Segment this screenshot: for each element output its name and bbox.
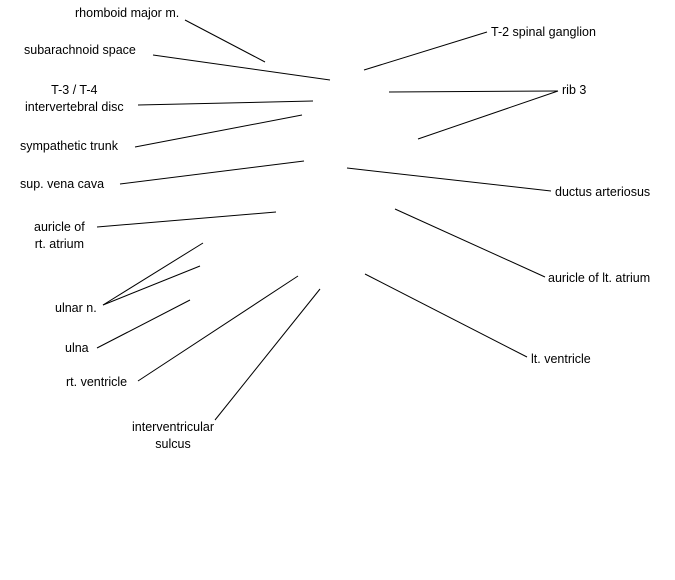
leader-t2-spinal-ganglion <box>363 31 488 71</box>
leader-ulna <box>96 299 191 349</box>
label-auricle-rt-atrium-line2: rt. atrium <box>34 237 85 251</box>
label-ulna: ulna <box>65 341 89 355</box>
leader-ulnar-nerve-1 <box>102 242 204 306</box>
leader-ductus-arteriosus <box>346 167 552 192</box>
label-sup-vena-cava: sup. vena cava <box>20 177 105 191</box>
label-intervertebral-disc-line1: T-3 / T-4 <box>51 83 98 97</box>
label-auricle-lt-atrium: auricle of lt. atrium <box>548 271 651 285</box>
leader-rib-3-lower <box>417 90 559 140</box>
label-ulnar-nerve: ulnar n. <box>55 301 97 315</box>
label-auricle-rt-atrium-line1: auricle of <box>34 220 85 234</box>
label-rhomboid-major: rhomboid major m. <box>75 6 180 20</box>
label-lt-ventricle: lt. ventricle <box>531 352 591 366</box>
leader-sup-vena-cava <box>119 160 305 185</box>
leader-rt-ventricle <box>137 275 299 382</box>
label-intervertebral-disc: T-3 / T-4 intervertebral disc <box>25 82 124 116</box>
label-interventricular-sulcus-line1: interventricular <box>132 420 214 434</box>
label-t2-spinal-ganglion: T-2 spinal ganglion <box>491 25 596 39</box>
leader-intervertebral-disc <box>137 100 314 106</box>
label-interventricular-sulcus-line2: sulcus <box>155 437 191 451</box>
label-subarachnoid-space: subarachnoid space <box>24 43 136 57</box>
label-rib-3: rib 3 <box>562 83 587 97</box>
label-interventricular-sulcus: interventricular sulcus <box>132 419 214 453</box>
leader-auricle-lt-atrium <box>394 208 546 278</box>
leader-lt-ventricle <box>364 273 528 358</box>
leader-auricle-rt-atrium <box>96 211 277 228</box>
leader-ulnar-nerve-2 <box>102 265 201 306</box>
leader-rib-3-upper <box>388 90 559 93</box>
leader-sympathetic-trunk <box>134 114 303 148</box>
leader-subarachnoid-space <box>152 54 331 81</box>
label-sympathetic-trunk: sympathetic trunk <box>20 139 118 153</box>
label-ductus-arteriosus: ductus arteriosus <box>555 185 651 199</box>
label-rt-ventricle: rt. ventricle <box>66 375 128 389</box>
leader-interventricular-sulcus <box>214 288 321 421</box>
label-intervertebral-disc-line2: intervertebral disc <box>25 100 124 114</box>
label-auricle-rt-atrium: auricle of rt. atrium <box>34 219 85 253</box>
leader-rhomboid-major <box>184 19 266 63</box>
